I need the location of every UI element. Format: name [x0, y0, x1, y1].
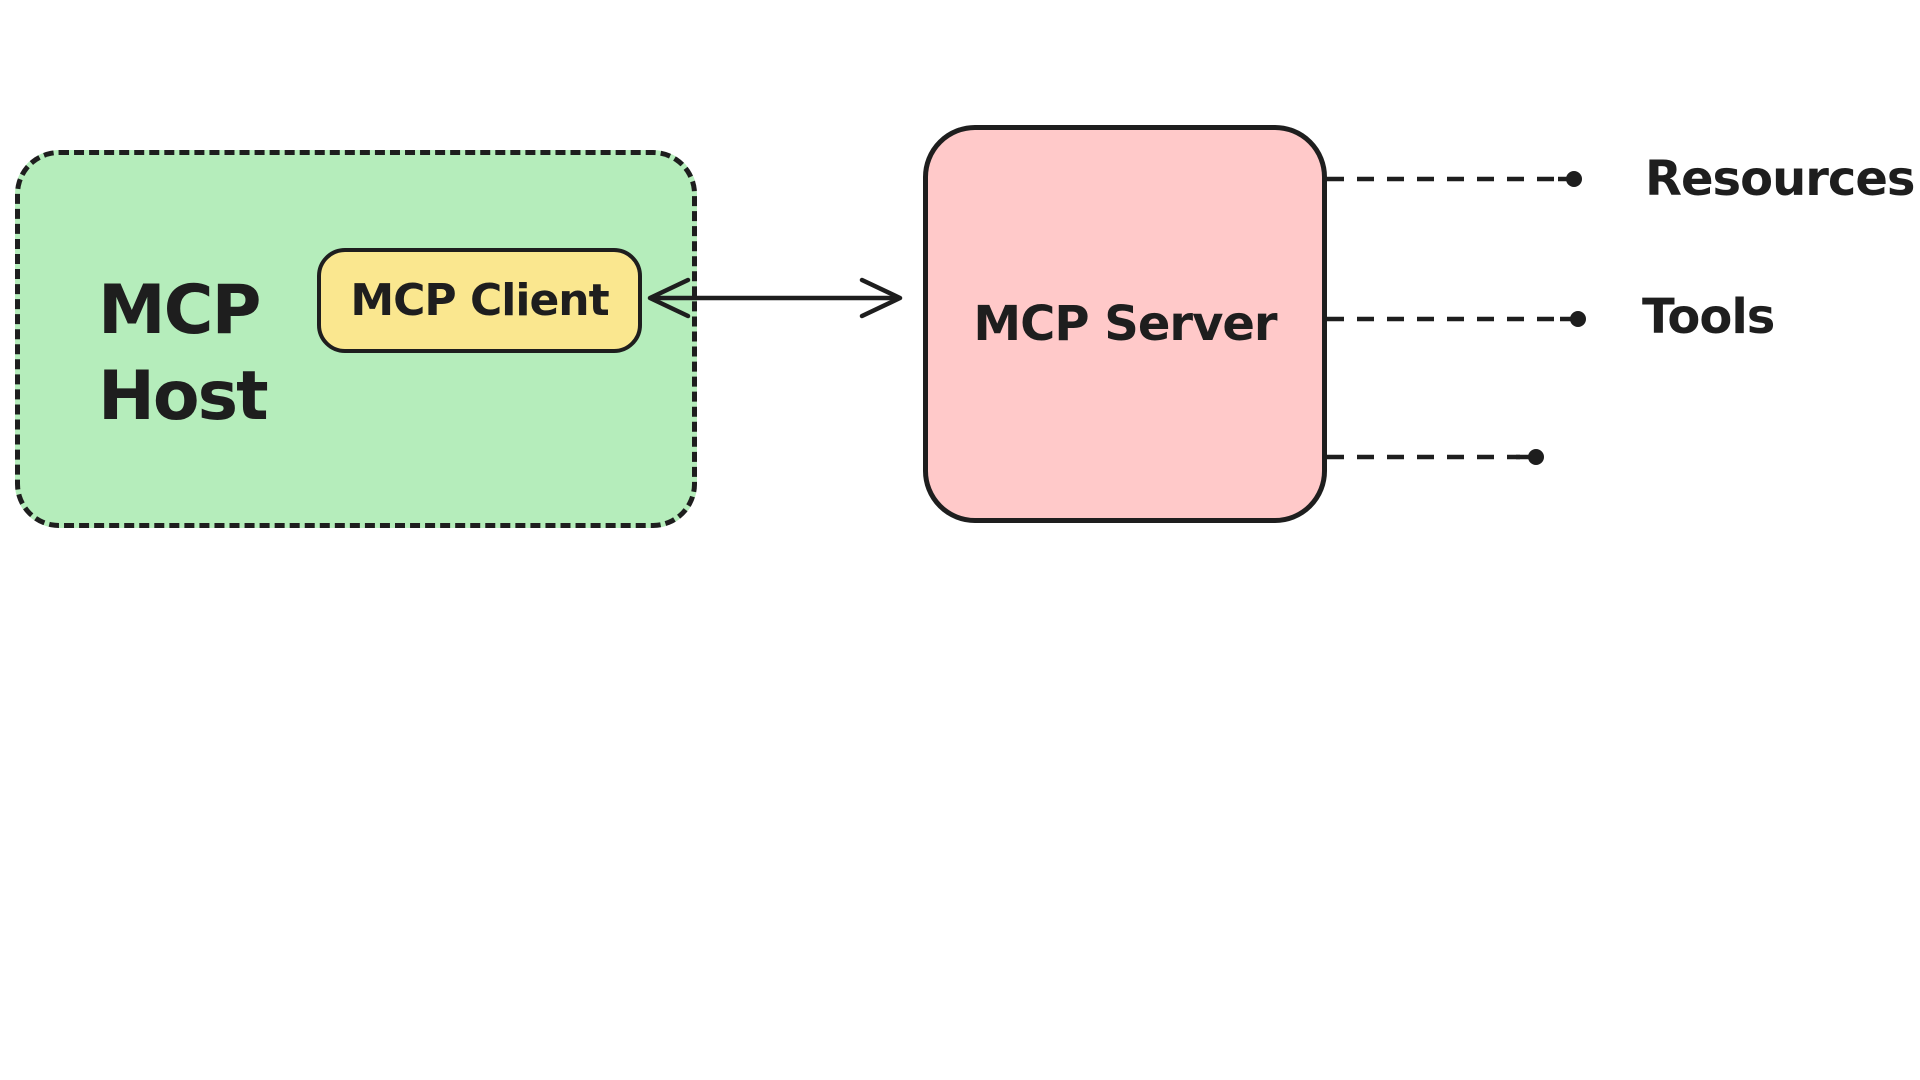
- capability-connector-resources: [1327, 171, 1582, 187]
- dot-arrowhead-icon: [1570, 311, 1586, 327]
- dot-arrowhead-icon: [1566, 171, 1582, 187]
- capability-label-tools: Tools: [1642, 289, 1775, 345]
- capability-connector-unlabeled: [1327, 449, 1544, 465]
- mcp-server-label: MCP Server: [973, 296, 1277, 352]
- capability-label-resources: Resources: [1645, 151, 1915, 207]
- mcp-host-label: MCP Host: [98, 271, 269, 436]
- mcp-client-box: MCP Client: [317, 248, 642, 353]
- mcp-client-label: MCP Client: [350, 275, 609, 326]
- dot-arrowhead-icon: [1528, 449, 1544, 465]
- arrowhead-right-icon: [859, 277, 903, 319]
- capability-connector-tools: [1327, 311, 1586, 327]
- mcp-server-box: MCP Server: [923, 125, 1327, 523]
